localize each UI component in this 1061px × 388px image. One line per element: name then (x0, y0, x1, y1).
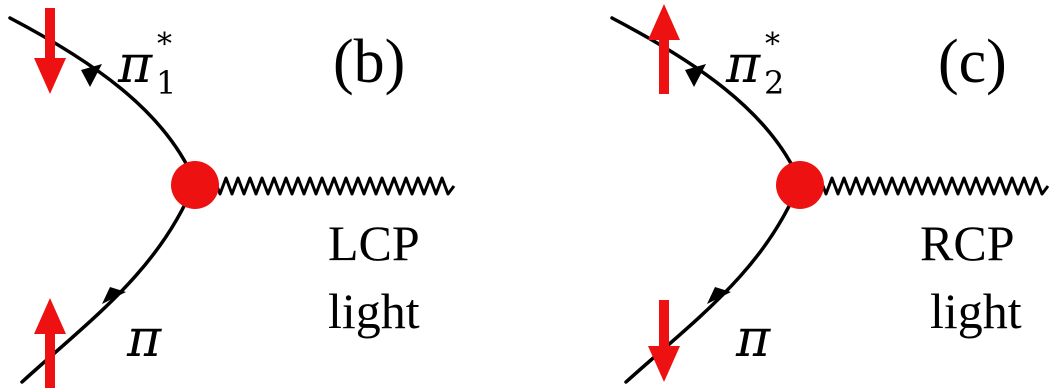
photon-wavy-line (206, 176, 456, 196)
spin-up-arrow-icon (34, 298, 66, 388)
top-state-subscript: 1 (156, 64, 176, 102)
arrowhead-bottom (707, 287, 731, 304)
top-state-label: π (725, 35, 761, 95)
top-state-base: π (725, 35, 761, 95)
panel-c: (c) π 2 * π RCP light (610, 4, 1050, 384)
bottom-state-label: π (735, 309, 771, 369)
top-state-label: π (117, 35, 153, 95)
light-label-line2: light (930, 283, 1022, 339)
light-label-line2: light (328, 283, 420, 339)
arrowhead-top (685, 64, 706, 87)
spin-up-arrow-icon (648, 4, 680, 94)
vertex-dot (171, 161, 219, 209)
panel-label: (b) (333, 28, 405, 96)
bottom-state-label: π (126, 309, 162, 369)
light-label-line1: LCP (328, 215, 420, 271)
top-state-base: π (117, 35, 153, 95)
light-label-line1: RCP (920, 215, 1015, 271)
panel-label: (c) (938, 28, 1007, 96)
arrowhead-top (81, 64, 102, 87)
top-state-superscript: * (157, 27, 172, 62)
spin-down-arrow-icon (648, 300, 680, 382)
spin-down-arrow-icon (34, 8, 66, 94)
top-state-superscript: * (765, 27, 780, 62)
arrowhead-bottom (102, 287, 126, 304)
panel-b: (b) π 1 * π LCP light (8, 8, 456, 388)
top-state-subscript: 2 (764, 64, 784, 102)
vertex-dot (776, 161, 824, 209)
photon-wavy-line (812, 176, 1050, 196)
